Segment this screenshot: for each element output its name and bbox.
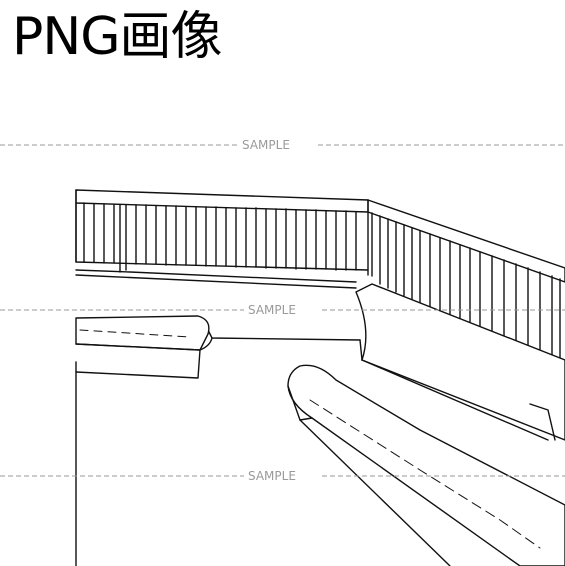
watermark-text: SAMPLE (248, 303, 296, 317)
watermark-text: SAMPLE (242, 138, 290, 152)
image-title: PNG画像 (12, 7, 223, 67)
watermark-lines (0, 144, 565, 477)
left-bench (75, 315, 213, 379)
right-platform (355, 283, 565, 441)
foreground-bench (287, 364, 565, 566)
watermark-text: SAMPLE (248, 469, 296, 483)
railing-back (75, 189, 369, 276)
